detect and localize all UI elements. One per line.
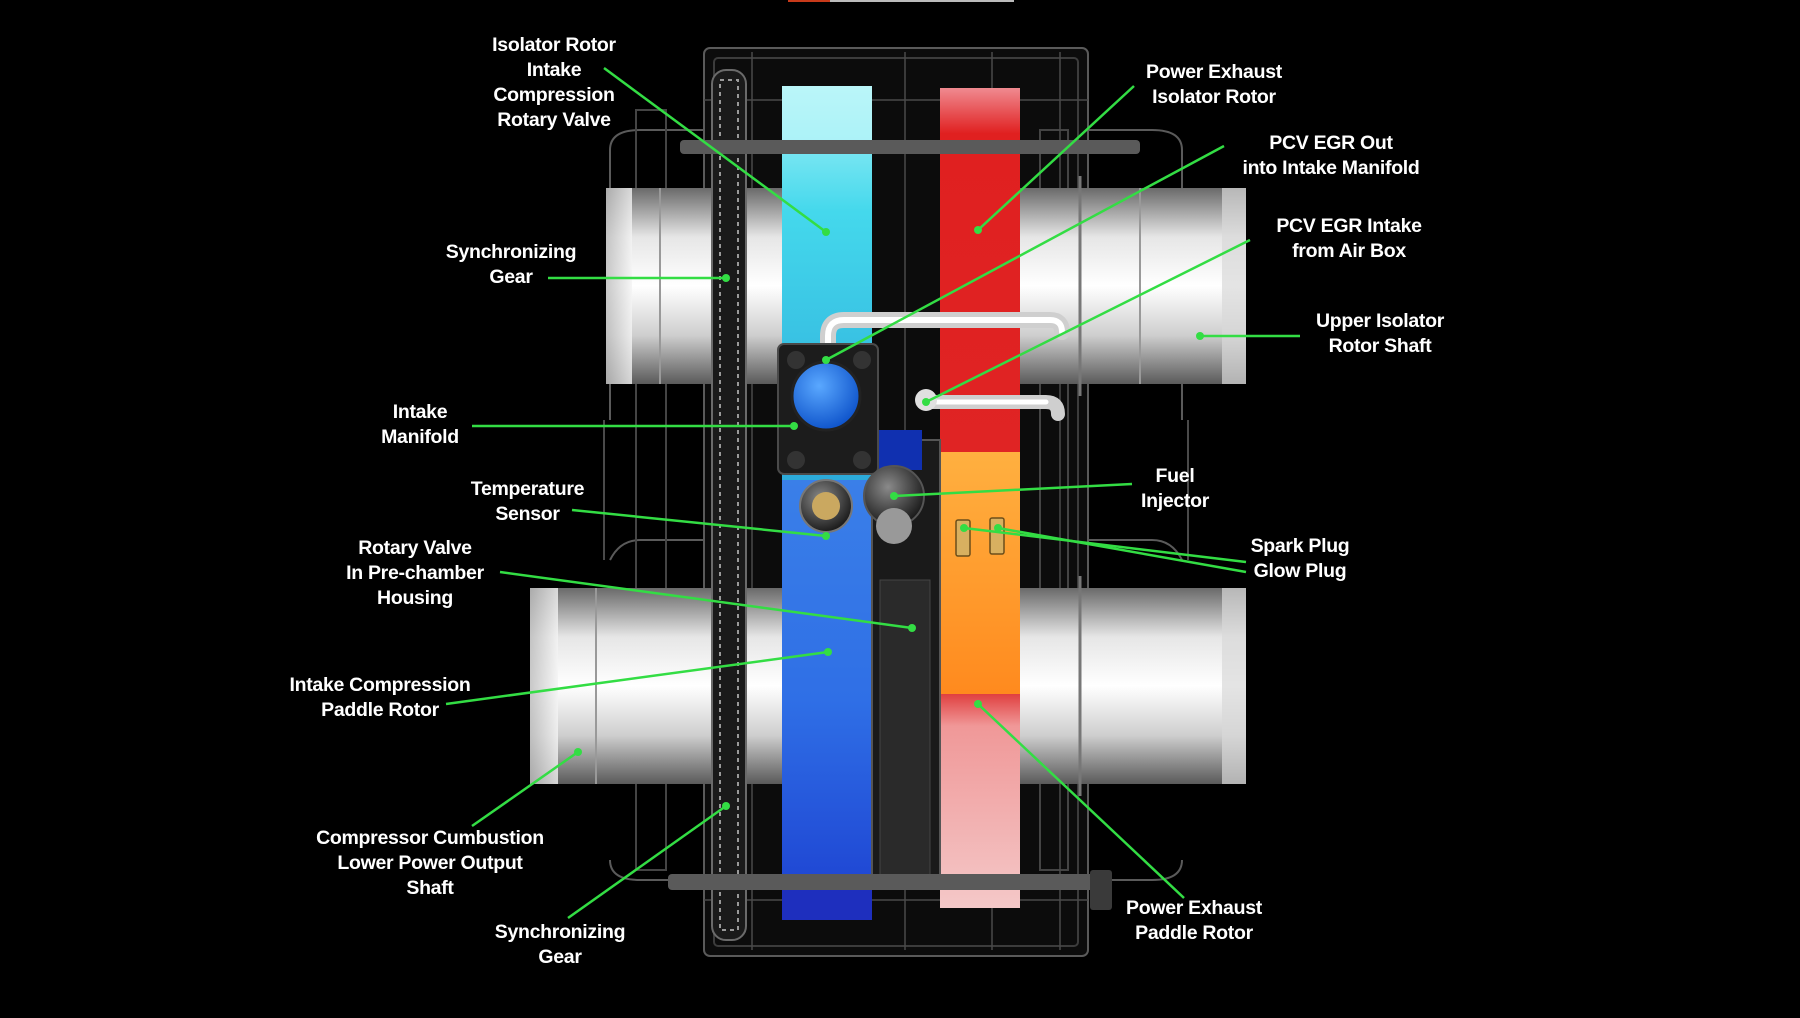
leader-lines [445, 66, 1300, 920]
leader-dot-synchronizing-gear-upper [722, 274, 730, 282]
leader-dot-power-exhaust-isolator [974, 226, 982, 234]
leader-dot-rotary-valve-prechamber [908, 624, 916, 632]
leader-dot-pcv-egr-out [822, 356, 830, 364]
leader-dot-intake-manifold [790, 422, 798, 430]
tie-rods [668, 140, 1140, 910]
label-fuel-injector: Fuel Injector [1140, 465, 1210, 512]
synchronizing-gear-belt [711, 69, 747, 941]
leader-line-fuel-injector [893, 482, 1133, 498]
label-synchronizing-gear-lower: Synchronizing Gear [494, 921, 626, 968]
label-pcv-egr-intake: PCV EGR Intake from Air Box [1276, 215, 1422, 262]
label-rotary-valve-prechamber: Rotary Valve In Pre-chamber Housing [346, 537, 484, 609]
leader-line-glow-plug [997, 526, 1247, 574]
leader-dot-synchronizing-gear-lower [722, 802, 730, 810]
leader-dot-intake-compression-paddle [824, 648, 832, 656]
label-temperature-sensor: Temperature Sensor [470, 478, 585, 525]
leader-line-spark-plug [963, 526, 1247, 564]
leader-line-rotary-valve-prechamber [499, 570, 913, 630]
label-spark-glow-plug: Spark Plug Glow Plug [1250, 535, 1350, 582]
label-compressor-output-shaft: Compressor Cumbustion Lower Power Output… [316, 827, 544, 899]
label-upper-isolator-shaft: Upper Isolator Rotor Shaft [1316, 310, 1444, 357]
top-accent-bar-2 [830, 0, 1014, 2]
leader-line-temperature-sensor [571, 508, 827, 538]
label-pcv-egr-out: PCV EGR Out into Intake Manifold [1242, 132, 1420, 179]
top-accent-bar [788, 0, 830, 2]
leader-dot-pcv-egr-intake [922, 398, 930, 406]
leader-dot-fuel-injector [890, 492, 898, 500]
leader-line-isolator-rotor-intake [603, 66, 827, 234]
intake-manifold-block [777, 343, 879, 475]
leader-dot-power-exhaust-paddle [974, 700, 982, 708]
label-isolator-rotor-intake: Isolator Rotor Intake Compression Rotary… [492, 34, 616, 131]
intake-compression-band [782, 480, 872, 920]
leader-dot-isolator-rotor-intake [822, 228, 830, 236]
label-intake-compression-paddle: Intake Compression Paddle Rotor [289, 674, 471, 721]
leader-line-compressor-output-shaft [471, 750, 579, 828]
label-power-exhaust-paddle: Power Exhaust Paddle Rotor [1126, 897, 1262, 944]
leader-dot-upper-isolator-shaft [1196, 332, 1204, 340]
temperature-sensor-part [799, 479, 853, 533]
label-power-exhaust-isolator: Power Exhaust Isolator Rotor [1146, 61, 1282, 108]
leader-dot-temperature-sensor [822, 532, 830, 540]
leader-line-power-exhaust-paddle [977, 703, 1185, 899]
leader-dot-glow-plug [994, 524, 1002, 532]
combustion-band [940, 452, 1020, 694]
leader-line-pcv-egr-intake [925, 238, 1251, 404]
label-intake-manifold: Intake Manifold [381, 401, 459, 448]
leader-line-pcv-egr-out [825, 144, 1225, 362]
leader-line-power-exhaust-isolator [977, 85, 1135, 231]
leader-dot-compressor-output-shaft [574, 748, 582, 756]
leader-line-synchronizing-gear-lower [567, 804, 727, 920]
label-synchronizing-gear-upper: Synchronizing Gear [445, 241, 577, 288]
leader-dot-spark-plug [960, 524, 968, 532]
leader-line-intake-compression-paddle [445, 650, 829, 706]
